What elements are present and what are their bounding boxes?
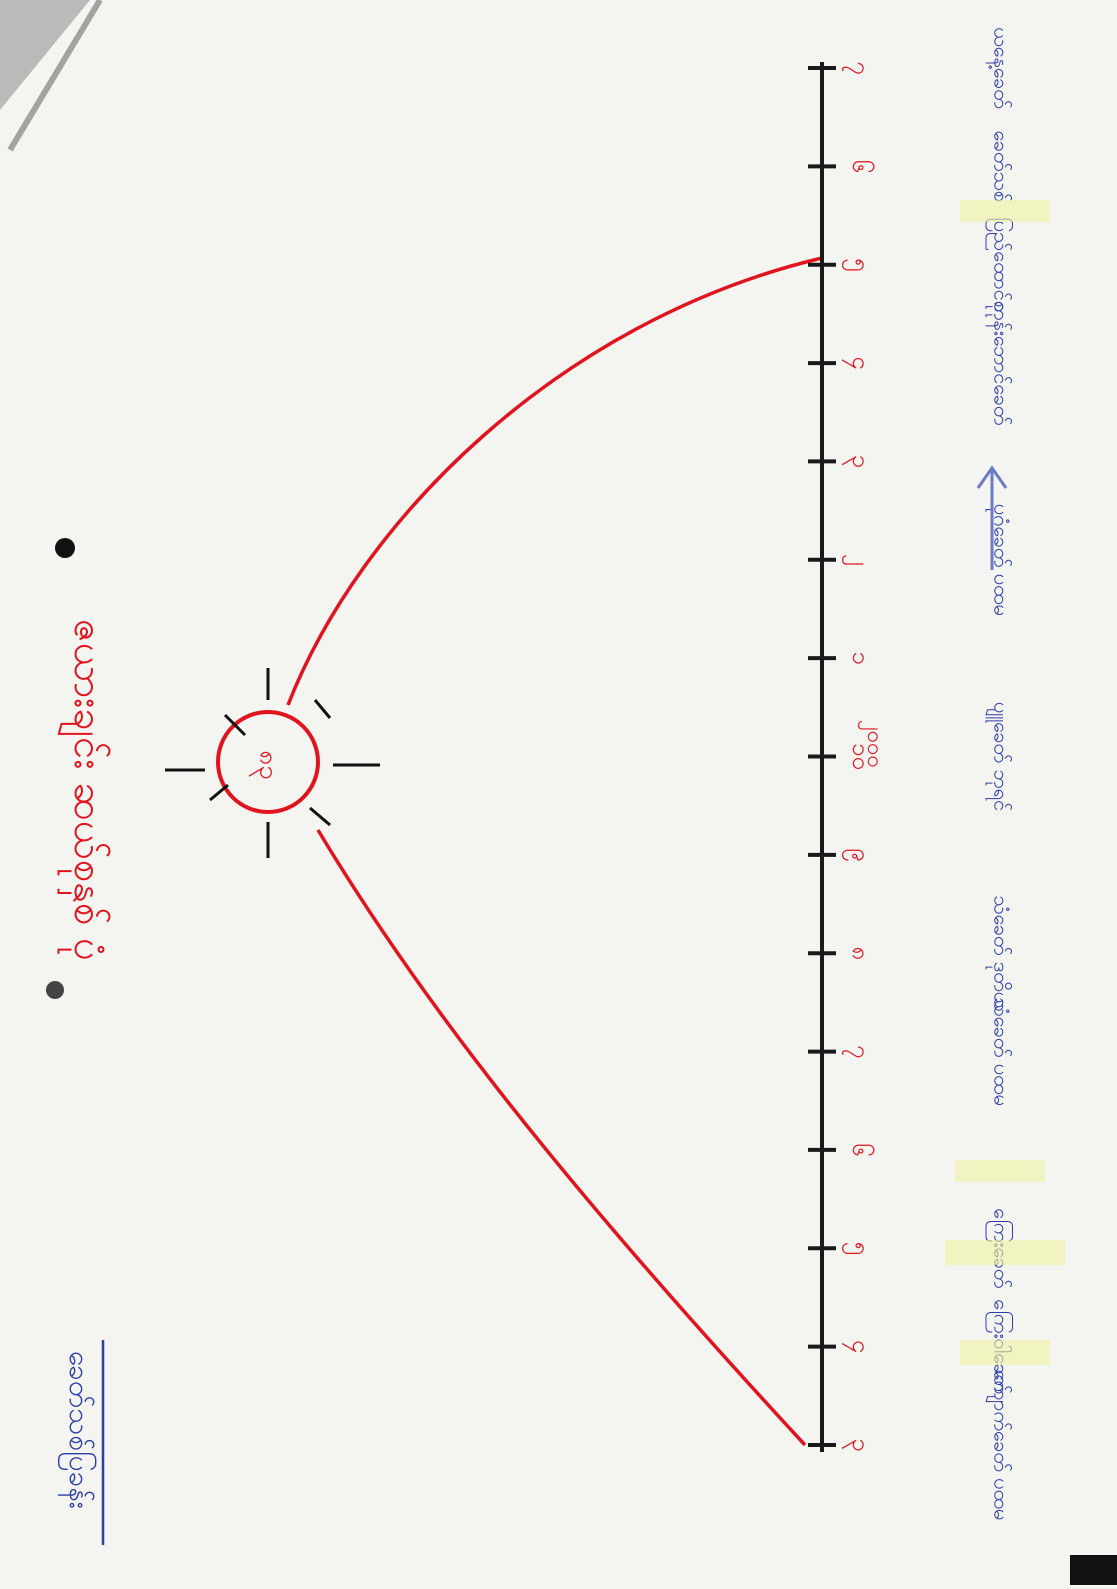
red-curve-upper [286,256,823,706]
page-corner-dark [1070,1555,1117,1585]
title-dot-2 [46,981,64,999]
highlight-mark [960,1340,1050,1365]
sun-ray [223,713,247,737]
tick-label: ယနေ့ခေတ် [986,27,1014,108]
tick-label: ကုန်းဘောင်ခေတ် [986,301,1014,425]
sun-ray [309,806,331,827]
title-group: ဇယားချင်း ဆယ်စုနှစ် ပုံ [57,619,111,961]
peak-label: ၂၀၀၀ [858,720,887,768]
page-corner-shadow [0,0,90,110]
sun-ray [313,699,332,719]
sun-label: ၈၃ [249,750,284,779]
sun-group: ၈၃ [165,668,380,858]
page-title: ဇယားချင်း ဆယ်စုနှစ် ပုံ [57,619,111,961]
side-note-group: ခေတ်သစ်ပြခန်း [57,1351,98,1509]
tick-number: ၆ [847,1143,876,1157]
blue-arrow-head [976,465,1008,489]
sun-ray [209,783,229,802]
side-note: ခေတ်သစ်ပြခန်း [57,1351,98,1509]
highlight-mark [945,1240,1065,1265]
tick-number: ၁၀ [847,743,875,770]
tick-label: သံခေတ် ဒုတိယ [986,895,1014,1011]
tick-number: ၅ [842,1242,875,1256]
tick-label: ကျောက်ခေတ် ပထမ [986,1370,1014,1521]
red-curve-lower [316,829,807,1447]
tick-label: ပြည်ထောင်စု [986,217,1014,312]
tick-number: ၅ [842,258,875,272]
tick-number: ၉ [842,848,875,862]
tick-number: ၄ [842,1340,875,1354]
tick-label: ပျူခေတ် ဘုရင် [986,702,1014,811]
tick-number: ၇ [842,61,875,75]
tick-label: ခေတ်သစ် [990,131,1014,202]
sun-circle [216,710,320,814]
tick-number: ၂ [842,554,875,566]
tick-number: ၇ [842,1045,875,1059]
tick-number: ၃ [842,455,875,469]
tick-label: ပုဂံခေတ် ပထမ [986,504,1014,616]
highlight-mark [960,200,1050,222]
tick-number: ၃ [842,1438,875,1452]
tick-label: သံခေတ် ပထမ [990,997,1014,1106]
axis-ticks: ၃ကျောက်ခေတ် ပထမ၄ကြေးဝါခေတ်၅ကြေးခေတ်၆၇သံခ… [808,27,1014,1520]
tick-number: ၆ [847,160,876,174]
highlight-mark [955,1160,1045,1182]
tick-number: ၁ [847,651,875,665]
tick-number: ၄ [842,356,875,370]
page-edge [7,0,103,152]
tick-number: ၈ [847,946,875,960]
title-dot-1 [55,538,75,558]
